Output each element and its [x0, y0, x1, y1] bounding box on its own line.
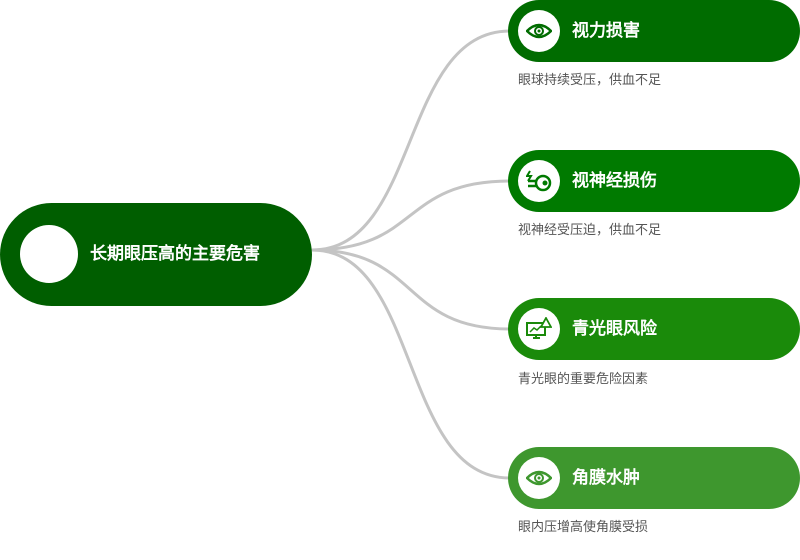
root-title: 长期眼压高的主要危害	[90, 244, 260, 264]
branch-desc: 视神经受压迫，供血不足	[518, 223, 662, 238]
branch-desc: 青光眼的重要危险因素	[518, 372, 649, 387]
branch-node-optic-nerve[interactable]: 视神经损伤	[508, 150, 800, 212]
connector-2	[311, 179, 511, 252]
monitor-warning-icon	[518, 308, 560, 350]
branch-title: 视力损害	[572, 21, 640, 41]
eye-icon	[518, 457, 560, 499]
connector-4	[311, 248, 511, 480]
eye-icon	[518, 10, 560, 52]
branch-desc: 眼内压增高使角膜受损	[518, 520, 649, 535]
branch-desc: 眼球持续受压，供血不足	[518, 73, 662, 88]
connector-1	[311, 29, 511, 252]
connector-3	[311, 248, 511, 331]
root-circle-icon	[20, 225, 78, 283]
branch-title: 青光眼风险	[572, 319, 657, 339]
branch-title: 角膜水肿	[572, 468, 640, 488]
branch-title: 视神经损伤	[572, 171, 657, 191]
optic-nerve-icon	[518, 160, 560, 202]
branch-node-cornea[interactable]: 角膜水肿	[508, 447, 800, 509]
branch-node-glaucoma[interactable]: 青光眼风险	[508, 298, 800, 360]
branch-node-vision[interactable]: 视力损害	[508, 0, 800, 62]
root-node[interactable]: 长期眼压高的主要危害	[0, 203, 312, 306]
